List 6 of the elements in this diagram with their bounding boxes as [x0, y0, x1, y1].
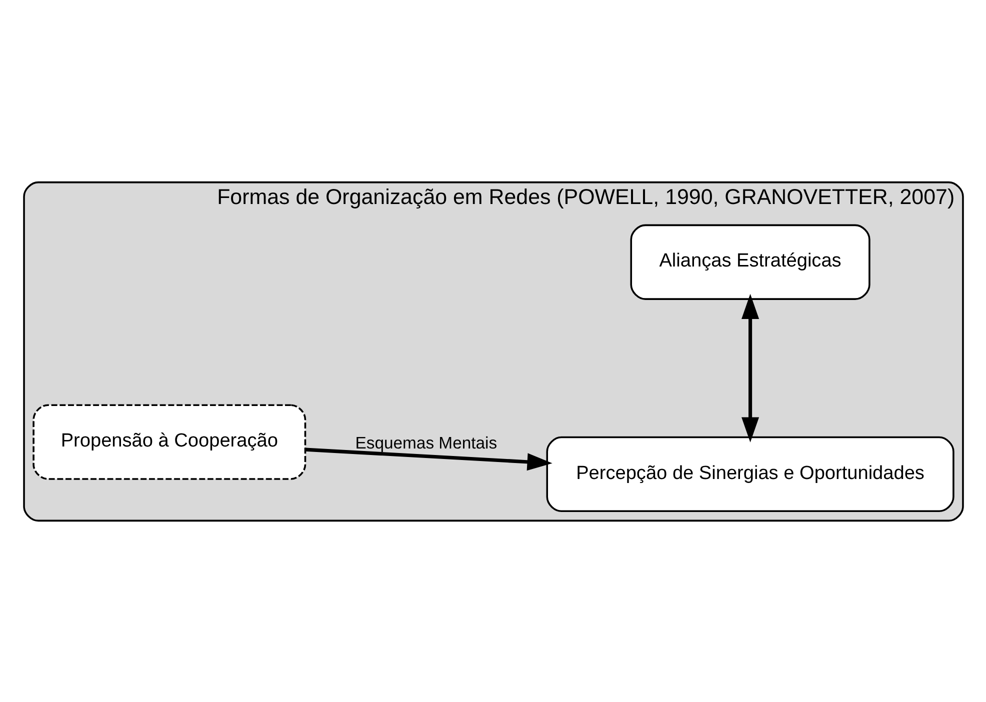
edge-label: Esquemas Mentais	[354, 432, 497, 452]
node-box: Percepção de Sinergias e Oportunidades	[546, 436, 954, 512]
arrow	[741, 293, 759, 442]
node-box: Alianças Estratégicas	[630, 224, 870, 300]
node-box: Propensão à Cooperação	[32, 404, 306, 480]
arrow	[304, 447, 552, 470]
